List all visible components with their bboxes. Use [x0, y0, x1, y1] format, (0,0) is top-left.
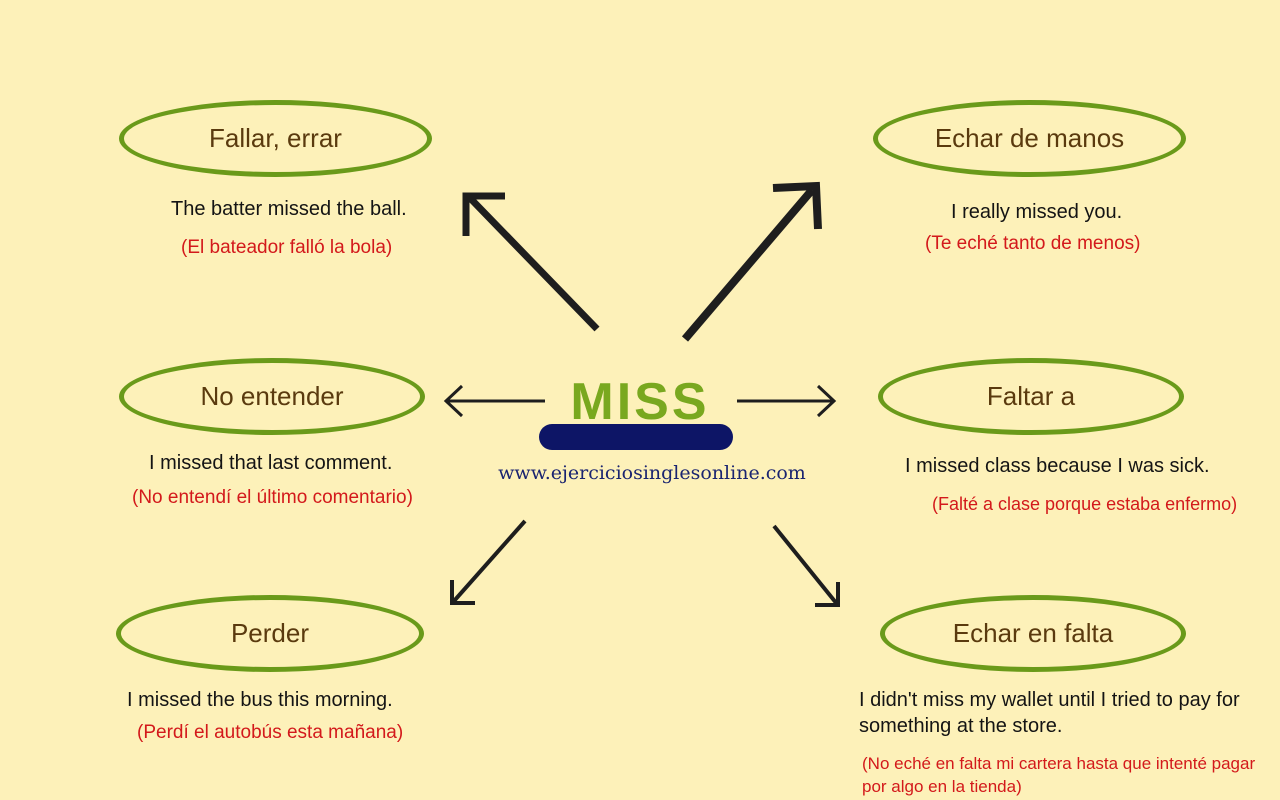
meaning-label: Echar de manos [934, 123, 1125, 153]
website-url: www.ejerciciosinglesonline.com [498, 462, 806, 484]
example-sentence: I missed the bus this morning. [127, 689, 393, 711]
meaning-label: Echar en falta [952, 618, 1114, 648]
meaning-label: Faltar a [986, 381, 1076, 411]
example-sentence: I really missed you. [951, 201, 1123, 223]
arrow-to-echar-en-falta [772, 524, 840, 607]
oval-perder: Perder [116, 595, 424, 672]
oval-no-entender: No entender [119, 358, 425, 435]
arrow-to-no-entender [443, 384, 545, 418]
example-sentence: I didn't miss my wallet until I tried to… [859, 689, 1240, 737]
arrow-to-perder [450, 519, 527, 605]
example-sentence: The batter missed the ball. [171, 198, 407, 220]
example-sentence: I missed that last comment. [149, 452, 393, 474]
arrow-to-fallar [462, 192, 600, 332]
oval-fallar-errar: Fallar, errar [119, 100, 432, 177]
center-bar [539, 424, 733, 450]
meaning-label: Fallar, errar [209, 123, 342, 153]
oval-echar-de-manos: Echar de manos [873, 100, 1186, 177]
meaning-label: No entender [200, 381, 344, 411]
oval-faltar-a: Faltar a [878, 358, 1184, 435]
example-translation: (Te eché tanto de menos) [925, 233, 1141, 254]
example-translation: (No eché en falta mi cartera hasta que i… [862, 754, 1256, 796]
center-word: MISS [570, 373, 710, 431]
arrow-to-faltar [737, 384, 837, 418]
example-sentence: I missed class because I was sick. [905, 455, 1210, 477]
arrow-to-echar-de-manos [681, 181, 822, 342]
oval-echar-en-falta: Echar en falta [880, 595, 1186, 672]
example-translation: (Falté a clase porque estaba enfermo) [932, 494, 1238, 514]
example-translation: (Perdí el autobús esta mañana) [137, 722, 404, 743]
example-translation: (El bateador falló la bola) [181, 237, 393, 258]
example-translation: (No entendí el último comentario) [132, 487, 413, 508]
meaning-label: Perder [230, 618, 310, 648]
